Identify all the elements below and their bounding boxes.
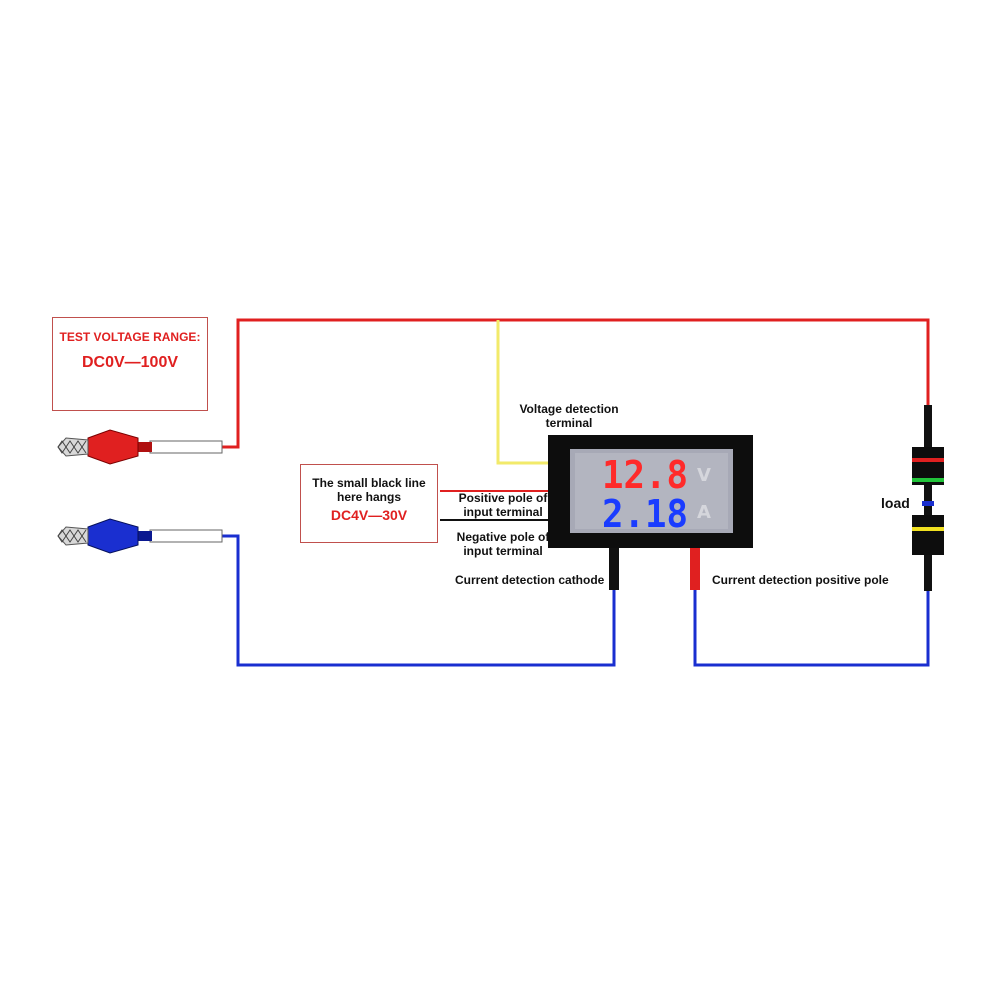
blue-probe [57,518,223,554]
negative-input-line-2: input terminal [463,544,543,558]
load-lead-top [924,405,932,447]
current-reading: 2.18 [602,492,688,536]
test-voltage-range-title: TEST VOLTAGE RANGE: [59,330,201,344]
note-value: DC4V—30V [330,507,408,523]
load-band-red [912,458,944,462]
positive-wire [222,318,930,449]
test-voltage-range-value: DC0V—100V [81,354,179,371]
load-band-yellow [912,527,944,531]
negative-input-line-1: Negative pole of [456,530,550,544]
load-return-wire [693,588,930,667]
negative-input-label: Negative pole of input terminal [446,530,560,558]
positive-input-line-2: input terminal [463,505,543,519]
current-detection-positive-label: Current detection positive pole [712,573,889,587]
current-unit: A [697,502,711,523]
load-band-green [912,478,944,482]
load-label: load [881,495,910,511]
voltage-unit: V [697,465,711,486]
voltage-terminal-line-2: terminal [545,416,593,430]
load-band-blue [922,501,934,506]
test-voltage-range-box: TEST VOLTAGE RANGE: DC0V—100V [52,317,208,411]
voltage-detection-wire [496,320,562,465]
meter-screen-inner [575,453,728,529]
current-detection-cathode-label: Current detection cathode [455,573,605,587]
input-voltage-note-box: The small black line here hangs DC4V—30V [300,464,438,543]
negative-wire [222,534,616,667]
load-lead-bottom [924,555,932,591]
load-body-bottom [912,515,944,555]
load-neck [924,485,932,515]
note-line-2: here hangs [336,490,402,504]
voltage-reading: 12.8 [602,453,688,497]
red-probe [57,429,223,465]
current-cathode-lead [609,548,619,590]
current-positive-lead [690,548,700,590]
voltage-detection-terminal-label: Voltage detection terminal [506,402,632,430]
note-line-1: The small black line [312,476,426,490]
positive-input-label: Positive pole of input terminal [446,491,560,519]
voltage-terminal-line-1: Voltage detection [519,402,619,416]
positive-input-line-1: Positive pole of [458,491,548,505]
